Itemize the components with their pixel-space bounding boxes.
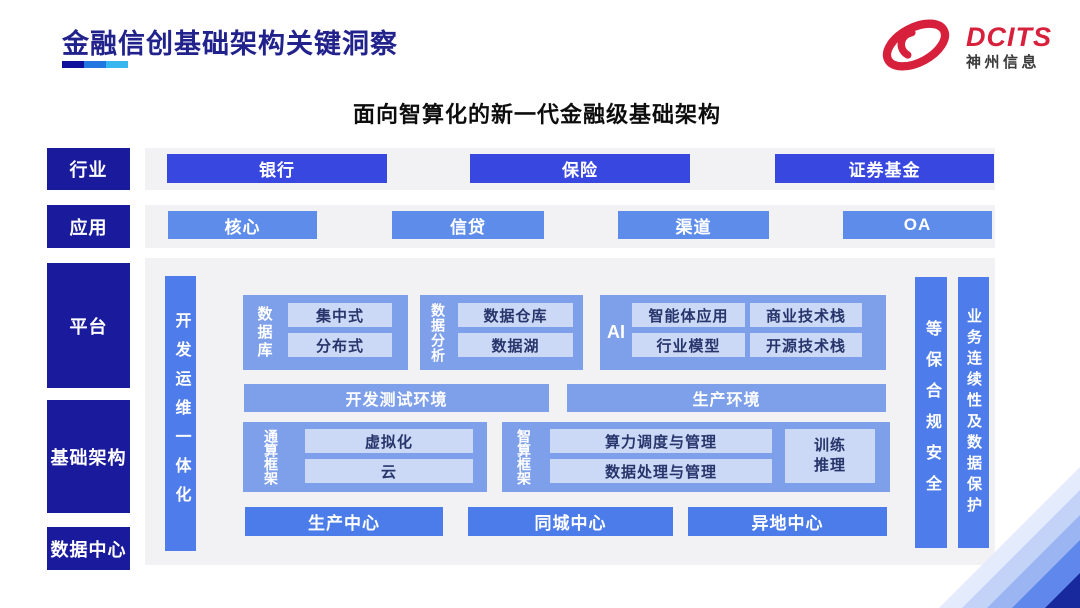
logo-company: 神州信息 <box>966 54 1041 72</box>
app-core-box: 核心 <box>168 211 317 239</box>
business-continuity-label: 业务连续性及数据保护 <box>965 307 982 518</box>
virtualization-box: 虚拟化 <box>305 429 473 453</box>
devops-bar: 开发运维一体化 <box>165 276 196 551</box>
diagram-title: 面向智算化的新一代金融级基础架构 <box>353 102 722 127</box>
sidebar-item-infrastructure: 基础架构 <box>47 400 130 513</box>
app-credit-box: 信贷 <box>392 211 544 239</box>
database-group: 数据库 集中式 分布式 <box>243 295 408 370</box>
opensource-stack-box: 开源技术栈 <box>750 333 862 357</box>
industry-securities-box: 证券基金 <box>775 154 994 183</box>
training-line: 训练 <box>813 436 846 454</box>
app-channel-box: 渠道 <box>618 211 769 239</box>
title-underline-light <box>106 61 128 68</box>
sidebar-item-platform: 平台 <box>47 263 130 388</box>
company-logo: DCITS 神州信息 <box>874 16 1052 79</box>
logo-brand: DCITS <box>966 22 1052 53</box>
samecity-center-box: 同城中心 <box>468 507 673 536</box>
data-lake-box: 数据湖 <box>458 333 573 357</box>
ai-compute-group: 智算框架 算力调度与管理 数据处理与管理 训练 推理 <box>502 422 890 492</box>
general-compute-label: 通算框架 <box>263 429 279 485</box>
security-compliance-bar: 等保合规安全 <box>915 277 947 548</box>
cloud-box: 云 <box>305 459 473 483</box>
industry-model-box: 行业模型 <box>632 333 745 357</box>
ai-compute-label: 智算框架 <box>516 429 532 485</box>
data-warehouse-box: 数据仓库 <box>458 303 573 327</box>
ai-group-label: AI <box>607 322 625 342</box>
title-underline-mid <box>84 61 106 68</box>
analytics-group: 数据分析 数据仓库 数据湖 <box>420 295 583 370</box>
production-center-box: 生产中心 <box>245 507 443 536</box>
data-processing-box: 数据处理与管理 <box>550 459 772 483</box>
sidebar-item-industry: 行业 <box>47 148 130 190</box>
sidebar-item-datacenter: 数据中心 <box>47 527 130 570</box>
distributed-db-box: 分布式 <box>288 333 392 357</box>
general-compute-group: 通算框架 虚拟化 云 <box>243 422 487 492</box>
training-inference-box: 训练 推理 <box>785 429 875 483</box>
security-compliance-label: 等保合规安全 <box>923 319 940 506</box>
sidebar-item-application: 应用 <box>47 205 130 248</box>
analytics-group-label: 数据分析 <box>430 302 446 363</box>
agent-app-box: 智能体应用 <box>632 303 745 327</box>
page-title: 金融信创基础架构关键洞察 <box>62 29 398 59</box>
app-oa-box: OA <box>843 211 992 239</box>
dev-test-env-bar: 开发测试环境 <box>244 384 549 412</box>
business-continuity-bar: 业务连续性及数据保护 <box>958 277 989 548</box>
industry-bank-box: 银行 <box>167 154 387 183</box>
title-underline-dark <box>62 61 84 68</box>
logo-text: DCITS 神州信息 <box>966 23 1052 71</box>
inference-line: 推理 <box>813 457 846 474</box>
production-env-bar: 生产环境 <box>567 384 886 412</box>
logo-swirl-icon <box>874 16 958 79</box>
commercial-stack-box: 商业技术栈 <box>750 303 862 327</box>
database-group-label: 数据库 <box>255 305 273 360</box>
remote-center-box: 异地中心 <box>688 507 887 536</box>
centralized-db-box: 集中式 <box>288 303 392 327</box>
ai-group: AI 智能体应用 商业技术栈 行业模型 开源技术栈 <box>600 295 886 370</box>
industry-insurance-box: 保险 <box>470 154 690 183</box>
compute-scheduling-box: 算力调度与管理 <box>550 429 772 453</box>
devops-bar-label: 开发运维一体化 <box>172 312 190 515</box>
